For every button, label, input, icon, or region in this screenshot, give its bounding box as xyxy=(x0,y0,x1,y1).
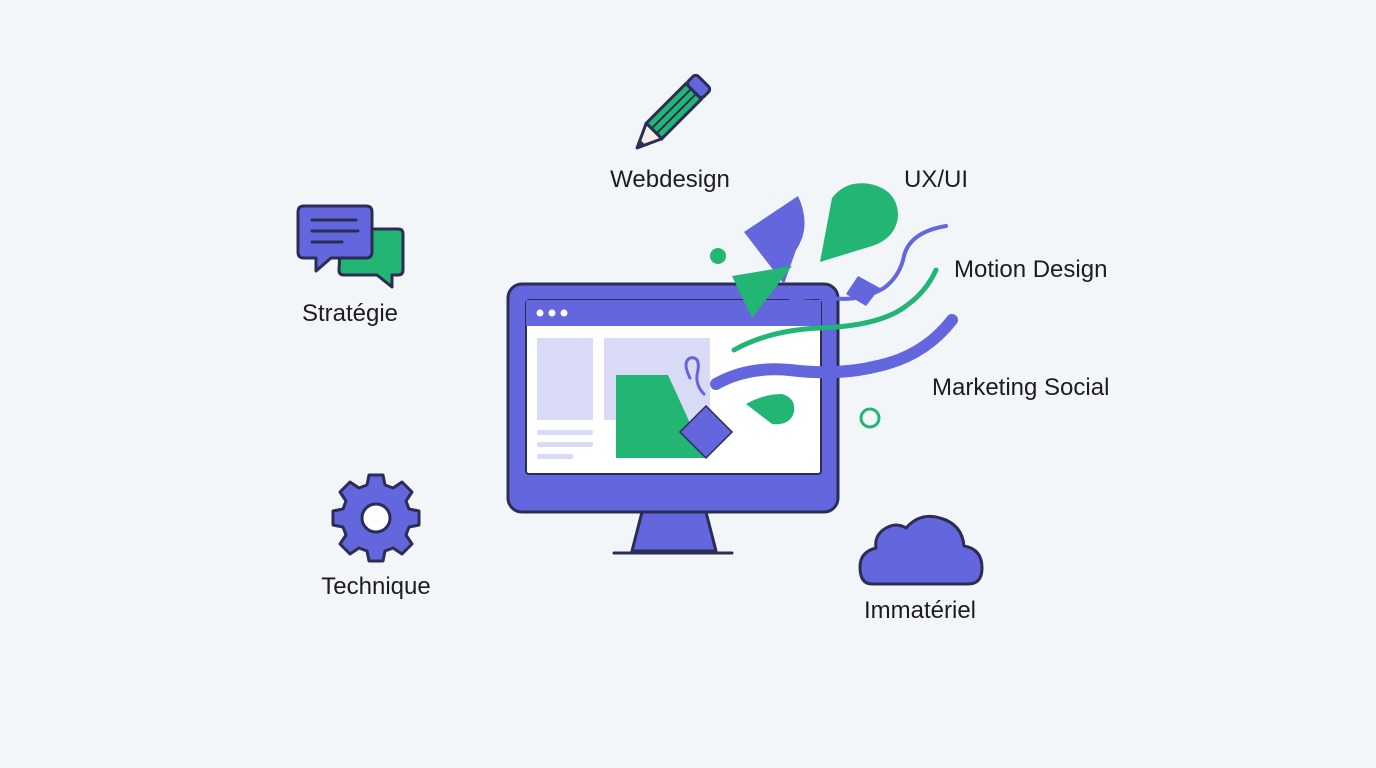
gear-icon xyxy=(331,473,421,563)
label-technique: Technique xyxy=(321,573,431,600)
pencil-icon xyxy=(635,73,712,150)
label-motion-design: Motion Design xyxy=(954,256,1108,283)
cloud-icon xyxy=(858,514,984,586)
monitor-icon xyxy=(506,282,840,555)
label-strategie: Stratégie xyxy=(301,300,399,327)
label-immateriel: Immatériel xyxy=(863,597,977,624)
label-ux-ui: UX/UI xyxy=(904,166,969,193)
decorative-shapes xyxy=(710,183,958,429)
label-marketing-social: Marketing Social xyxy=(932,374,1110,401)
chat-bubbles-icon xyxy=(296,204,405,289)
label-webdesign: Webdesign xyxy=(610,166,730,193)
